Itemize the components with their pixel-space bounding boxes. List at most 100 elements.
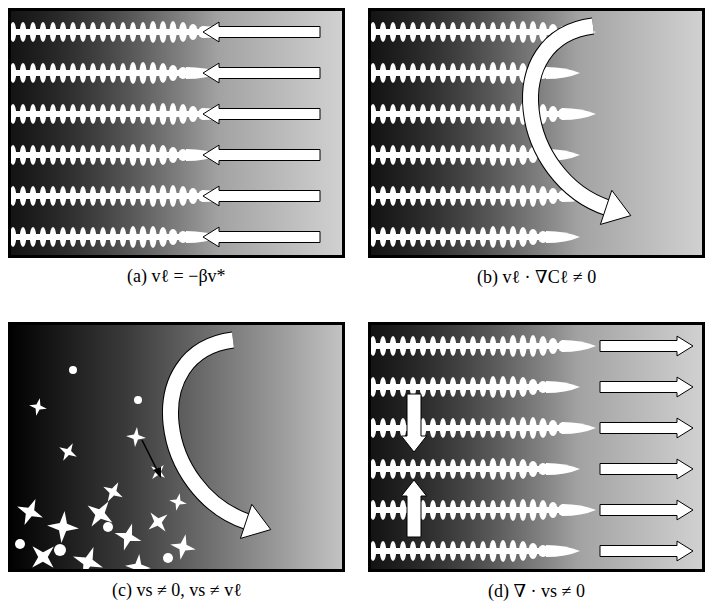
equiaxed-crystal: [29, 398, 47, 416]
drawing-part: [440, 541, 446, 561]
drawing-part: [450, 186, 456, 206]
equiaxed-crystal: [103, 482, 122, 501]
drawing-part: [380, 227, 386, 247]
dendrite: [368, 499, 596, 521]
arrow-head: [600, 190, 630, 224]
block-arrow: [203, 104, 320, 124]
drawing-part: [440, 186, 446, 206]
dendrite: [8, 62, 220, 84]
drawing-part: [480, 145, 486, 165]
drawing-part: [390, 541, 396, 561]
drawing-part: [509, 62, 516, 84]
drawing-part: [30, 186, 36, 206]
block-arrow: [401, 394, 426, 452]
curved-arrow-outline: [171, 340, 248, 522]
drawing-part: [529, 499, 536, 521]
drawing-part: [420, 459, 426, 479]
drawing-part: [110, 104, 116, 124]
drawing-part: [140, 22, 146, 42]
drawing-part: [509, 185, 516, 207]
panel: [368, 8, 705, 258]
drawing-part: [70, 104, 76, 124]
drawing-part: [120, 227, 126, 247]
drawing-part: [20, 227, 26, 247]
drawing-part: [430, 63, 436, 83]
drawing-part: [480, 63, 486, 83]
drawing-part: [90, 145, 96, 165]
drawing-part: [529, 185, 536, 207]
drawing-part: [90, 186, 96, 206]
drawing-part: [519, 21, 526, 43]
dendrite: [368, 540, 580, 562]
drawing-part: [129, 144, 136, 166]
drawing-part: [169, 147, 178, 163]
drawing-part: [400, 186, 406, 206]
dendrite: [368, 335, 596, 357]
drawing-part: [169, 229, 178, 245]
drawing-part: [410, 104, 416, 124]
drawing-part: [490, 500, 496, 520]
block-arrow: [203, 186, 320, 206]
velocity-arrow-head: [153, 467, 161, 478]
drawing-part: [490, 418, 496, 438]
solid-particle: [103, 522, 113, 532]
drawing-part: [189, 106, 198, 122]
drawing-part: [169, 103, 176, 125]
dendrite: [368, 62, 580, 84]
drawing-part: [509, 144, 516, 166]
drawing-part: [470, 227, 476, 247]
drawing-part: [430, 418, 436, 438]
drawing-part: [460, 541, 466, 561]
equiaxed-crystal: [59, 443, 77, 461]
drawing-part: [80, 186, 86, 206]
drawing-part: [529, 461, 538, 477]
drawing-part: [500, 186, 506, 206]
drawing-part: [380, 459, 386, 479]
drawing-part: [149, 226, 156, 248]
drawing-part: [430, 227, 436, 247]
drawing-part: [30, 22, 36, 42]
drawing-part: [499, 458, 506, 480]
drawing-part: [460, 104, 466, 124]
drawing-part: [420, 227, 426, 247]
drawing-part: [480, 104, 486, 124]
drawing-part: [140, 186, 146, 206]
drawing-part: [189, 24, 198, 40]
panel-ground: [368, 322, 705, 572]
equiaxed-crystal: [47, 511, 79, 543]
drawing-part: [380, 186, 386, 206]
drawing-part: [20, 186, 26, 206]
drawing-part: [450, 22, 456, 42]
drawing-part: [460, 336, 466, 356]
drawing-part: [50, 104, 56, 124]
interdendritic-shade: [368, 322, 578, 572]
drawing-part: [420, 336, 426, 356]
drawing-part: [509, 417, 516, 439]
drawing-part: [40, 104, 46, 124]
drawing-part: [90, 22, 96, 42]
drawing-part: [509, 103, 516, 125]
drawing-part: [390, 22, 396, 42]
drawing-part: [546, 463, 580, 475]
drawing-part: [500, 418, 506, 438]
panel-ground: [368, 8, 705, 258]
drawing-part: [440, 104, 446, 124]
drawing-part: [489, 62, 496, 84]
dendrite: [8, 103, 236, 125]
drawing-part: [380, 63, 386, 83]
drawing-part: [562, 108, 596, 120]
drawing-part: [149, 144, 156, 166]
drawing-part: [549, 420, 558, 436]
drawing-part: [159, 145, 167, 165]
drawing-part: [100, 227, 106, 247]
drawing-part: [509, 226, 516, 248]
drawing-part: [50, 145, 56, 165]
drawing-part: [470, 145, 476, 165]
drawing-part: [129, 62, 136, 84]
dendrite: [368, 458, 580, 480]
drawing-part: [110, 227, 116, 247]
drawing-part: [480, 418, 486, 438]
drawing-part: [480, 541, 486, 561]
velocity-arrow: [142, 440, 158, 472]
drawing-part: [380, 104, 386, 124]
